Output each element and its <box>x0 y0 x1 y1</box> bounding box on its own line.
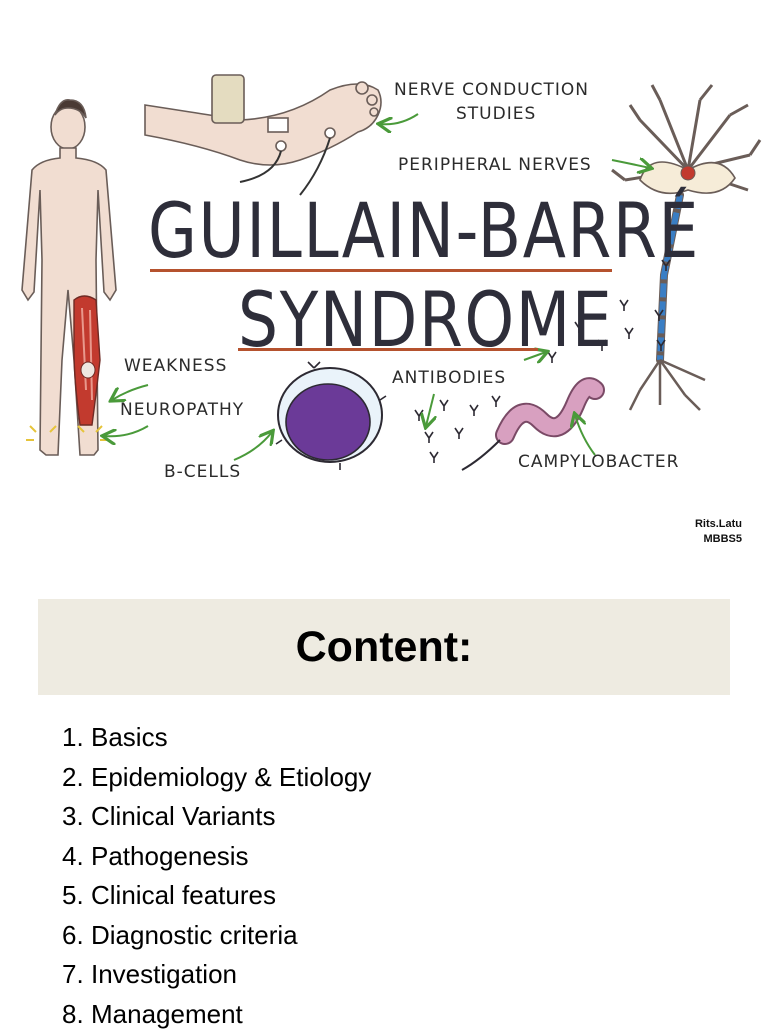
item-number: 5. <box>62 876 91 916</box>
item-label: Diagnostic criteria <box>91 916 298 956</box>
content-heading: Content: <box>296 623 473 672</box>
list-item: 7.Investigation <box>62 955 371 995</box>
list-item: 6.Diagnostic criteria <box>62 916 371 956</box>
label-campylobacter: CAMPYLOBACTER <box>518 452 679 472</box>
human-figure-icon <box>22 100 116 455</box>
title-line-1: GUILLAIN-BARRÉ <box>148 193 700 269</box>
item-number: 6. <box>62 916 91 956</box>
list-item: 5.Clinical features <box>62 876 371 916</box>
item-number: 4. <box>62 837 91 877</box>
label-neuropathy: NEUROPATHY <box>120 400 244 420</box>
foot-electrode-icon <box>145 75 381 195</box>
gbs-illustration: GUILLAIN-BARRÉ SYNDROME NERVE CONDUCTION… <box>0 60 768 500</box>
item-label: Clinical features <box>91 876 276 916</box>
title-line-2: SYNDROME <box>238 282 613 358</box>
author-credit: Rits.Latu MBBS5 <box>695 517 742 547</box>
credit-name: Rits.Latu <box>695 517 742 532</box>
item-label: Investigation <box>91 955 237 995</box>
item-label: Basics <box>91 718 168 758</box>
item-label: Epidemiology & Etiology <box>91 758 371 798</box>
list-item: 1.Basics <box>62 718 371 758</box>
label-antibodies: ANTIBODIES <box>392 368 506 388</box>
content-heading-box: Content: <box>38 599 730 695</box>
item-label: Clinical Variants <box>91 797 275 837</box>
list-item: 3.Clinical Variants <box>62 797 371 837</box>
item-number: 7. <box>62 955 91 995</box>
label-weakness: WEAKNESS <box>124 356 227 376</box>
label-nerve-conduction-2: STUDIES <box>456 104 536 124</box>
title-underline-2 <box>238 348 538 351</box>
list-item: 4.Pathogenesis <box>62 837 371 877</box>
credit-course: MBBS5 <box>695 532 742 547</box>
label-peripheral-nerves: PERIPHERAL NERVES <box>398 155 592 175</box>
label-b-cells: B-CELLS <box>164 462 241 482</box>
item-label: Pathogenesis <box>91 837 249 877</box>
item-number: 8. <box>62 995 91 1034</box>
item-number: 3. <box>62 797 91 837</box>
list-item: 2.Epidemiology & Etiology <box>62 758 371 798</box>
item-number: 1. <box>62 718 91 758</box>
content-list: 1.Basics 2.Epidemiology & Etiology 3.Cli… <box>62 718 371 1034</box>
list-item: 8.Management <box>62 995 371 1034</box>
title-underline-1 <box>150 269 612 272</box>
b-cell-icon <box>276 362 386 470</box>
item-label: Management <box>91 995 243 1034</box>
label-nerve-conduction-1: NERVE CONDUCTION <box>394 80 589 100</box>
item-number: 2. <box>62 758 91 798</box>
